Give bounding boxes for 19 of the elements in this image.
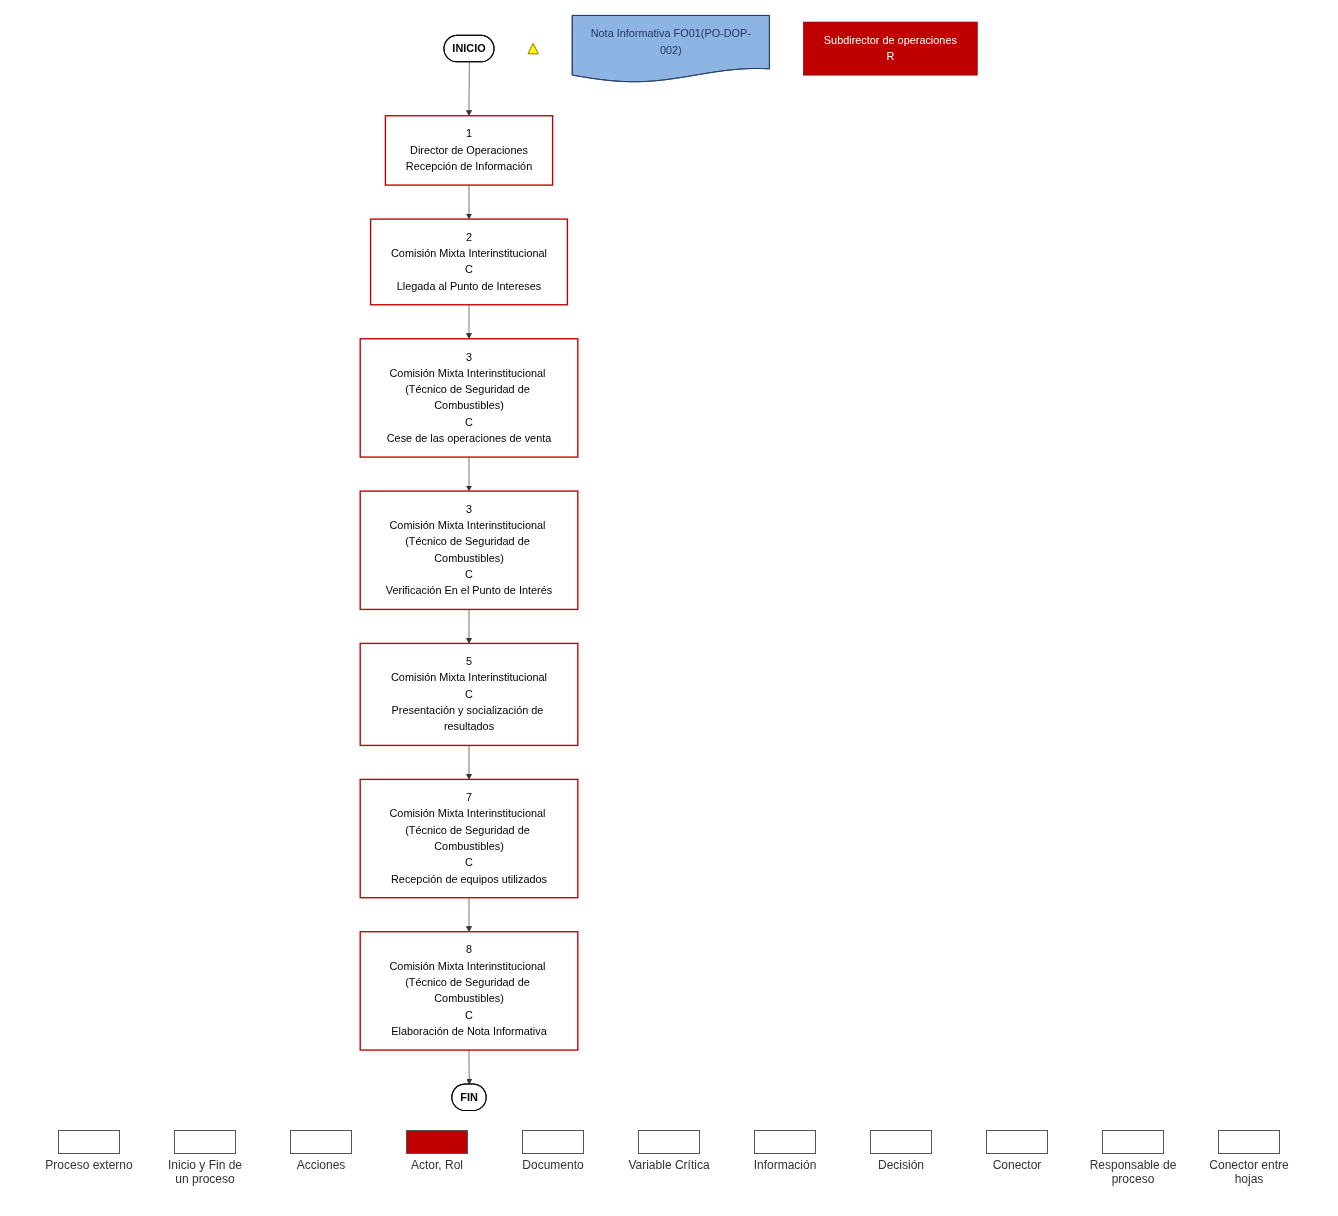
node-box: 2 Comisión Mixta Interinstitucional C Llegada al Punto de Intereses	[370, 218, 569, 306]
legend-label: Conector entre hojas	[1208, 1158, 1290, 1186]
legend-label: Inicio y Fin de un proceso	[166, 1158, 243, 1186]
legend-label: Decisión	[878, 1158, 924, 1172]
node-box: 8 Comisión Mixta Interinstitucional (Técnico de Seguridad de Combustibles) C Elaboración de Nota Informativa	[359, 931, 579, 1051]
legend-label: Actor, Rol	[411, 1158, 463, 1172]
legend-label: Conector	[992, 1158, 1042, 1172]
legend-label: Documento	[522, 1158, 584, 1172]
node-box: 7 Comisión Mixta Interinstitucional (Técnico de Seguridad de Combustibles) C Recepción de equipos utilizados	[359, 778, 579, 899]
legend-label: Responsable de proceso	[1088, 1158, 1178, 1186]
node-box: 3 Comisión Mixta Interinstitucional (Técnico de Seguridad de Combustibles) C Cese de las operaciones de venta	[359, 338, 579, 458]
legend-label: Variable Crítica	[628, 1158, 710, 1172]
node-box: 3 Comisión Mixta Interinstitucional (Técnico de Seguridad de Combustibles) C Verificación En el Punto de Interés	[359, 490, 579, 611]
node-box: Subdirector de operaciones R	[803, 21, 978, 76]
node-box: 1 Director de Operaciones Recepción de Información	[384, 115, 554, 186]
legend-label: Proceso externo	[45, 1158, 133, 1172]
legend-label: Información	[753, 1158, 817, 1172]
node-box: 5 Comisión Mixta Interinstitucional C Presentación y socialización de resultados	[359, 642, 579, 747]
legend-label: Acciones	[296, 1158, 346, 1172]
